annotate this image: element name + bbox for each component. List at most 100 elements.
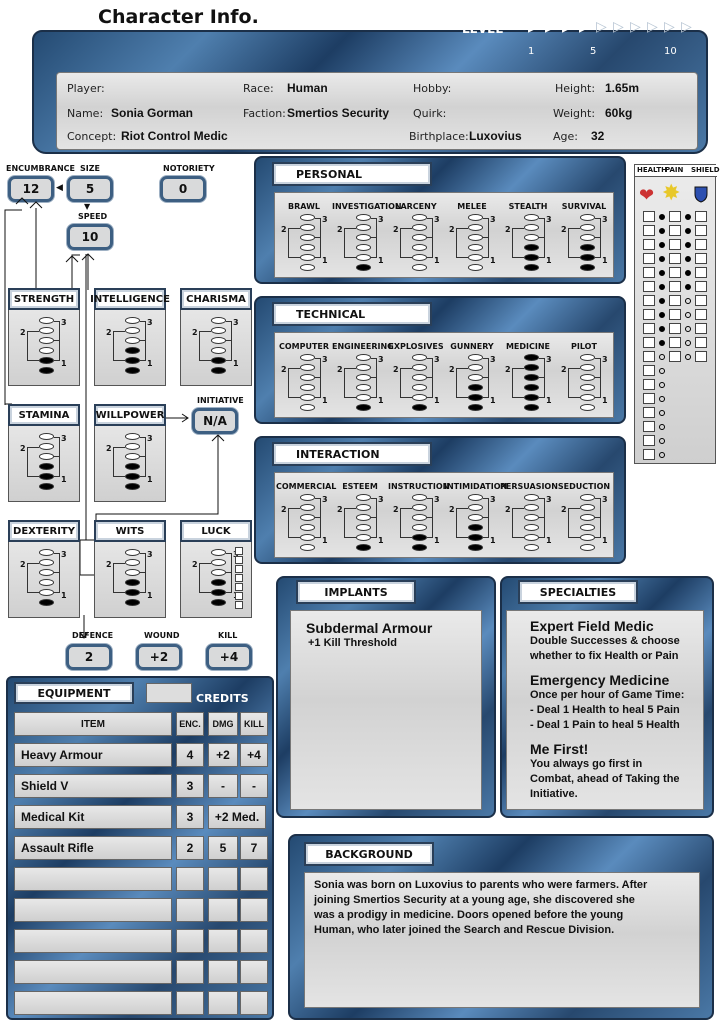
rating-pip[interactable] — [356, 384, 371, 391]
equipment-cell[interactable] — [176, 960, 204, 984]
rating-pip[interactable] — [300, 494, 315, 501]
luck-checkbox[interactable] — [235, 556, 243, 564]
health-box[interactable] — [643, 267, 655, 278]
rating-pip[interactable] — [524, 354, 539, 361]
luck-checkbox[interactable] — [235, 601, 243, 609]
luck-checkbox[interactable] — [235, 565, 243, 573]
equipment-cell[interactable] — [176, 867, 204, 891]
rating-pip[interactable] — [580, 374, 595, 381]
rating-pip[interactable] — [356, 494, 371, 501]
rating-pip[interactable] — [356, 514, 371, 521]
equipment-cell[interactable] — [14, 991, 172, 1015]
rating-pip[interactable] — [580, 534, 595, 541]
rating-pip[interactable] — [412, 544, 427, 551]
equipment-cell[interactable]: +2 — [208, 743, 238, 767]
health-box[interactable] — [643, 393, 655, 404]
shield-box[interactable] — [695, 225, 707, 236]
rating-pip[interactable] — [300, 264, 315, 271]
equipment-cell[interactable] — [240, 991, 268, 1015]
luck-checkbox[interactable] — [235, 583, 243, 591]
rating-pip[interactable] — [356, 404, 371, 411]
pain-dot[interactable] — [659, 396, 665, 402]
level-arrow-icon[interactable]: ▷ — [596, 19, 607, 35]
shield-box[interactable] — [695, 239, 707, 250]
rating-pip[interactable] — [39, 559, 54, 566]
equipment-cell[interactable]: 7 — [240, 836, 268, 860]
rating-pip[interactable] — [300, 364, 315, 371]
rating-pip[interactable] — [39, 589, 54, 596]
pain-dot[interactable] — [659, 424, 665, 430]
rating-pip[interactable] — [412, 244, 427, 251]
rating-pip[interactable] — [356, 354, 371, 361]
level-arrow-icon[interactable]: ▶ — [562, 19, 573, 35]
rating-pip[interactable] — [524, 504, 539, 511]
shield-dot[interactable] — [685, 354, 691, 360]
equipment-cell[interactable]: Heavy Armour — [14, 743, 172, 767]
rating-pip[interactable] — [468, 224, 483, 231]
rating-pip[interactable] — [412, 224, 427, 231]
rating-pip[interactable] — [356, 534, 371, 541]
health-box[interactable] — [643, 323, 655, 334]
rating-pip[interactable] — [211, 559, 226, 566]
rating-pip[interactable] — [524, 234, 539, 241]
equipment-cell[interactable] — [176, 991, 204, 1015]
rating-pip[interactable] — [468, 524, 483, 531]
health-box[interactable] — [643, 253, 655, 264]
rating-pip[interactable] — [356, 264, 371, 271]
rating-pip[interactable] — [125, 483, 140, 490]
rating-pip[interactable] — [300, 374, 315, 381]
kill-box[interactable]: +4 — [206, 644, 252, 670]
rating-pip[interactable] — [211, 347, 226, 354]
health-box[interactable] — [643, 309, 655, 320]
rating-pip[interactable] — [39, 473, 54, 480]
rating-pip[interactable] — [39, 317, 54, 324]
rating-pip[interactable] — [125, 443, 140, 450]
luck-checkbox[interactable] — [235, 592, 243, 600]
rating-pip[interactable] — [468, 234, 483, 241]
rating-pip[interactable] — [300, 524, 315, 531]
rating-pip[interactable] — [39, 463, 54, 470]
rating-pip[interactable] — [524, 244, 539, 251]
rating-pip[interactable] — [412, 354, 427, 361]
rating-pip[interactable] — [524, 214, 539, 221]
rating-pip[interactable] — [125, 453, 140, 460]
pain-box[interactable] — [669, 211, 681, 222]
rating-pip[interactable] — [412, 364, 427, 371]
pain-box[interactable] — [669, 309, 681, 320]
rating-pip[interactable] — [211, 357, 226, 364]
rating-pip[interactable] — [412, 374, 427, 381]
rating-pip[interactable] — [580, 384, 595, 391]
rating-pip[interactable] — [125, 579, 140, 586]
rating-pip[interactable] — [580, 224, 595, 231]
rating-pip[interactable] — [524, 254, 539, 261]
pain-box[interactable] — [669, 337, 681, 348]
shield-dot[interactable] — [685, 298, 691, 304]
pain-dot[interactable] — [659, 326, 665, 332]
equipment-cell[interactable]: +2 Med. — [208, 805, 266, 829]
shield-box[interactable] — [695, 281, 707, 292]
rating-pip[interactable] — [39, 433, 54, 440]
equipment-row[interactable] — [14, 991, 268, 1015]
rating-pip[interactable] — [524, 494, 539, 501]
shield-dot[interactable] — [685, 242, 691, 248]
rating-pip[interactable] — [524, 514, 539, 521]
pain-dot[interactable] — [659, 368, 665, 374]
pain-box[interactable] — [669, 267, 681, 278]
rating-pip[interactable] — [580, 364, 595, 371]
pain-dot[interactable] — [659, 382, 665, 388]
shield-box[interactable] — [695, 211, 707, 222]
equipment-row[interactable] — [14, 929, 268, 953]
rating-pip[interactable] — [300, 354, 315, 361]
shield-dot[interactable] — [685, 284, 691, 290]
rating-pip[interactable] — [39, 327, 54, 334]
rating-pip[interactable] — [468, 374, 483, 381]
pain-dot[interactable] — [659, 354, 665, 360]
equipment-cell[interactable] — [240, 867, 268, 891]
pain-dot[interactable] — [659, 410, 665, 416]
shield-dot[interactable] — [685, 340, 691, 346]
rating-pip[interactable] — [39, 337, 54, 344]
equipment-cell[interactable]: Shield V — [14, 774, 172, 798]
